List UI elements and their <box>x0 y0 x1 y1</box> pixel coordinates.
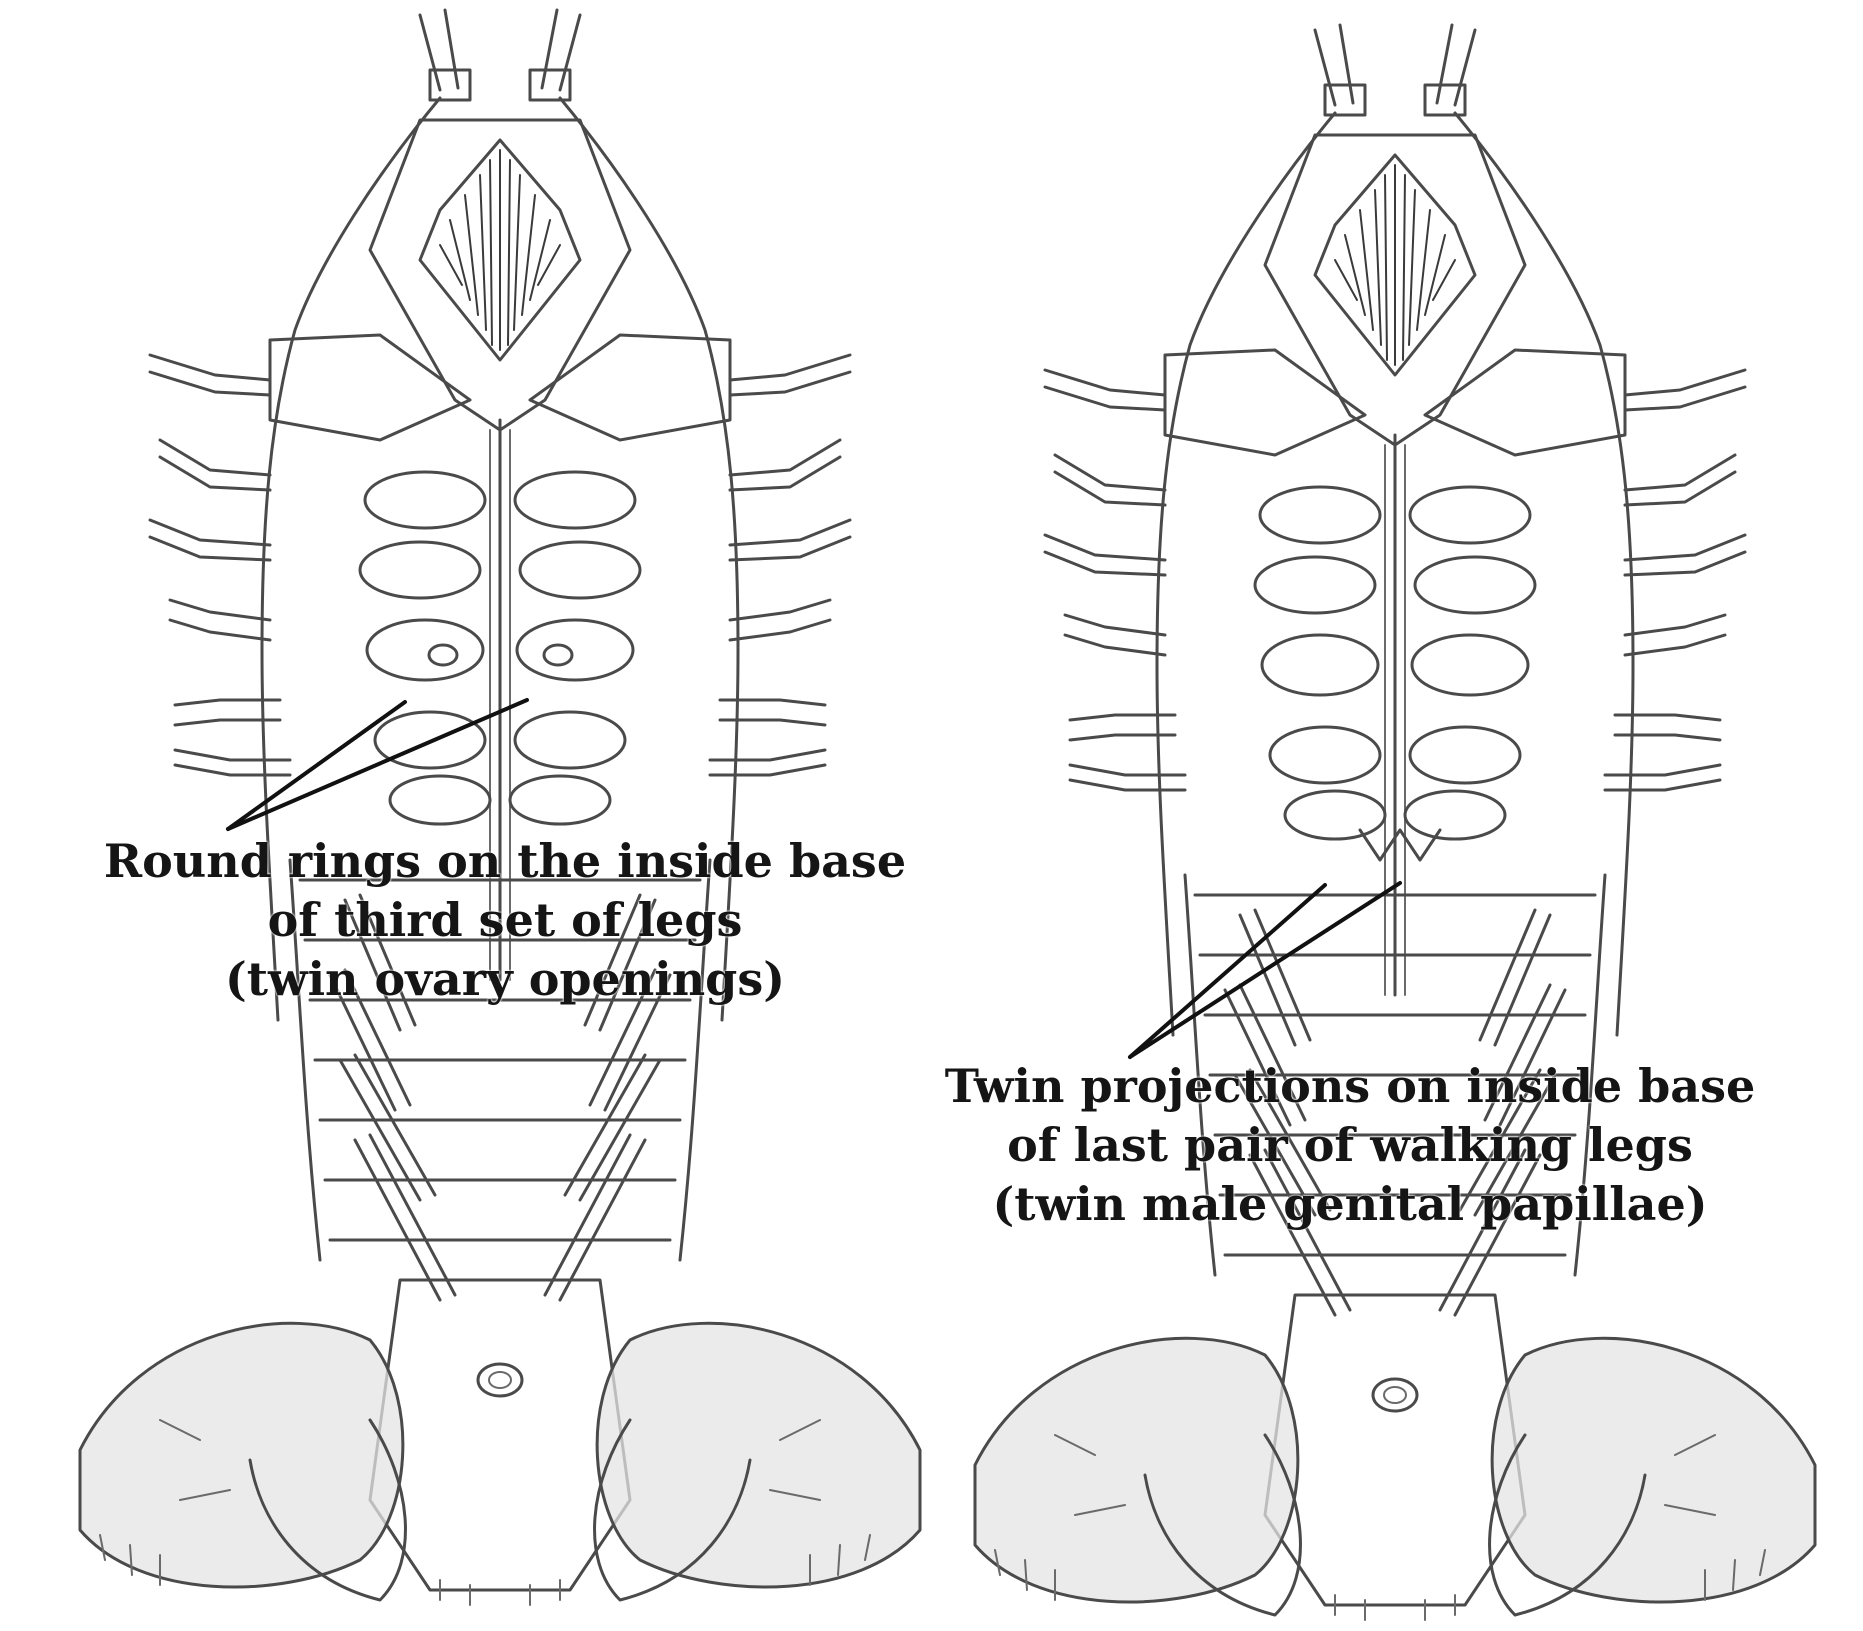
right-ovary-opening <box>544 645 572 665</box>
left-ovary-opening <box>429 645 457 665</box>
male-annotation-line-2: of last pair of walking legs <box>845 1116 1855 1175</box>
female-annotation: Round rings on the inside base of third … <box>10 832 1000 1009</box>
male-crayfish-sketch <box>975 25 1815 1620</box>
male-annotation: Twin projections on inside base of last … <box>845 1057 1855 1234</box>
male-annotation-line-1: Twin projections on inside base <box>845 1057 1855 1116</box>
male-annotation-line-3: (twin male genital papillae) <box>845 1175 1855 1234</box>
female-annotation-line-2: of third set of legs <box>10 891 1000 950</box>
female-annotation-line-3: (twin ovary openings) <box>10 950 1000 1009</box>
female-crayfish-sketch <box>80 10 920 1605</box>
female-annotation-line-1: Round rings on the inside base <box>10 832 1000 891</box>
